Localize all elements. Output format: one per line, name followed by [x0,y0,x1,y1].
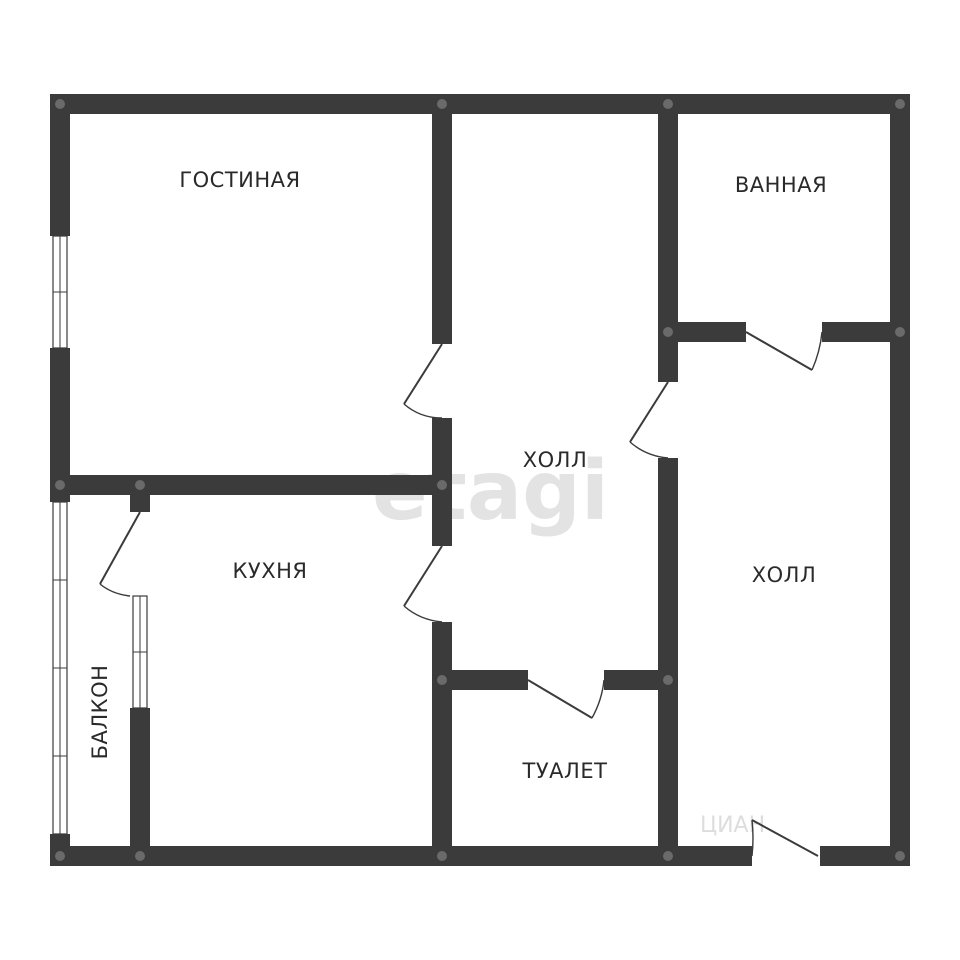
wall-toilet-right [604,670,658,690]
room-label-hall-center: ХОЛЛ [523,448,588,472]
wall-living-kitchen [50,475,452,495]
room-label-living: ГОСТИНАЯ [179,168,300,192]
wall-toilet-left [452,670,528,690]
wall-right [890,94,910,866]
wall-right-upper [658,94,678,382]
wall-left-top [50,94,70,236]
room-label-toilet: ТУАЛЕТ [522,759,608,783]
wall-center-lower [432,622,452,866]
wall-right-lower [658,458,678,866]
wall-nodes [55,99,905,861]
window-living [52,235,68,349]
wall-bath-left [678,322,746,342]
watermark-corner: ЦИАН [700,813,765,838]
window-balcony-outer [52,501,68,835]
door-bathroom [745,331,823,371]
room-label-bathroom: ВАННАЯ [735,173,827,197]
outer-walls [50,94,910,866]
door-kitchen-balcony [99,511,141,597]
wall-bath-right [822,322,910,342]
wall-bottom-right [820,846,910,866]
wall-top [50,94,910,114]
door-entrance [751,819,819,857]
room-label-balcony: БАЛКОН [88,665,112,760]
wall-left-mid [50,348,70,502]
room-label-kitchen: КУХНЯ [233,559,308,583]
wall-kitchen-stub [130,490,150,512]
wall-center-upper [432,94,452,344]
door-toilet [527,679,605,719]
wall-bottom-left [50,846,752,866]
wall-left-bottom [50,834,70,866]
wall-balcony-kitchen [130,708,150,866]
room-label-hall-right: ХОЛЛ [752,563,817,587]
window-kitchen-balcony [132,595,148,709]
door-hall-hall [629,381,669,459]
interior-walls [50,94,910,866]
door-kitchen-hall [403,545,443,623]
door-living [403,343,443,419]
